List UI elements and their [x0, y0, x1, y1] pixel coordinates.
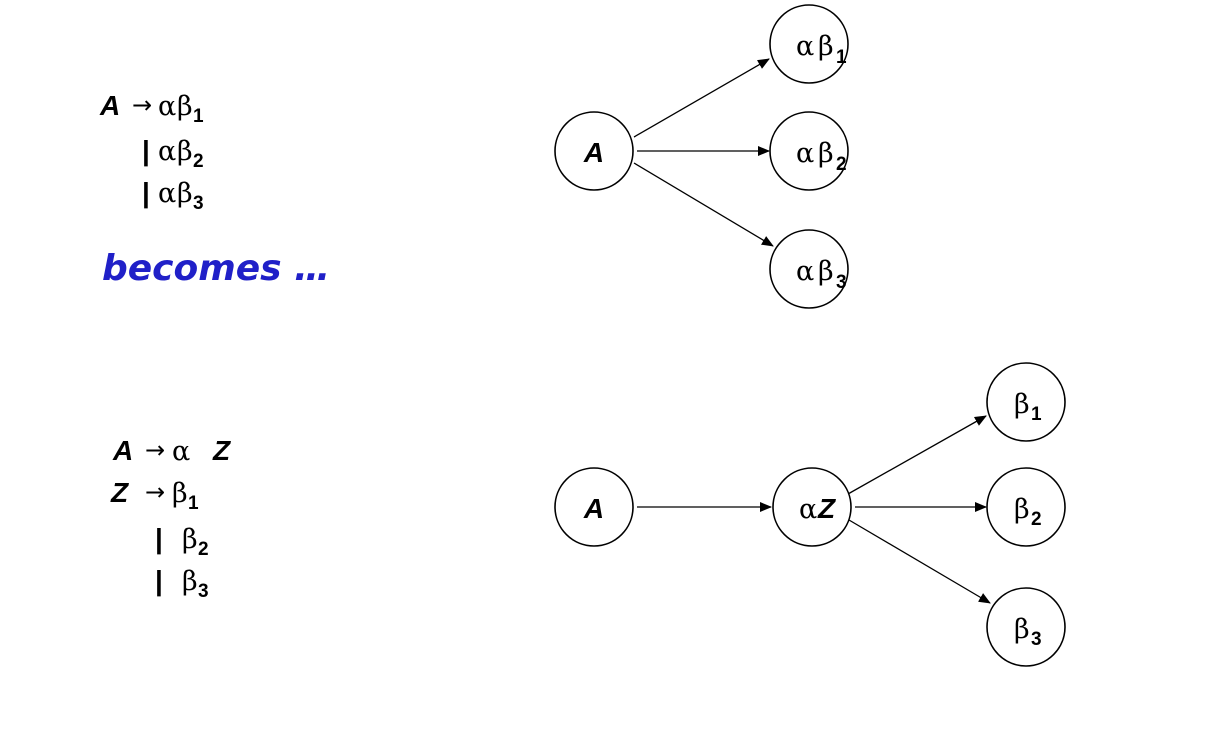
original-diagram: A α β 1 α β 2 α β 3	[554, 4, 849, 309]
node-circle	[772, 467, 852, 547]
beta-symbol: β	[177, 91, 193, 122]
transition-label: becomes …	[102, 248, 330, 289]
subscript: 2	[198, 539, 209, 560]
beta-symbol: β	[182, 566, 198, 597]
node-beta-3: β 3	[986, 587, 1066, 667]
alpha-symbol: α	[796, 138, 814, 169]
nonterminal-z: Z	[817, 493, 836, 524]
alternative-bar: |	[155, 523, 163, 554]
production-line-1: A → α Z	[112, 435, 231, 467]
node-beta-2: β 2	[986, 467, 1066, 547]
factored-diagram: A α Z β 1 β 2 β 3	[554, 362, 1066, 667]
beta-symbol: β	[818, 31, 834, 62]
alpha-symbol: α	[796, 31, 814, 62]
node-circle	[769, 229, 849, 309]
node-circle	[986, 467, 1066, 547]
subscript: 1	[193, 106, 204, 127]
nonterminal-a: A	[99, 90, 120, 121]
derives-arrow: →	[132, 91, 152, 119]
nonterminal-a: A	[112, 435, 133, 466]
derives-arrow: →	[145, 436, 165, 464]
node-circle	[554, 467, 634, 547]
node-label: A	[583, 137, 604, 168]
alpha-symbol: α	[172, 436, 190, 467]
beta-symbol: β	[1014, 389, 1030, 420]
production-line-2: | α β 2	[142, 135, 204, 172]
node-beta-1: β 1	[986, 362, 1066, 442]
alpha-symbol: α	[799, 494, 817, 525]
beta-symbol: β	[182, 524, 198, 555]
beta-symbol: β	[177, 178, 193, 209]
subscript: 2	[1031, 509, 1042, 530]
node-circle	[554, 111, 634, 191]
subscript: 1	[836, 47, 847, 68]
beta-symbol: β	[172, 478, 188, 509]
subscript: 3	[198, 581, 209, 602]
alpha-symbol: α	[158, 178, 176, 209]
subscript: 2	[193, 151, 204, 172]
beta-symbol: β	[177, 136, 193, 167]
alpha-symbol: α	[796, 256, 814, 287]
node-alpha-beta-1: α β 1	[769, 4, 849, 84]
subscript: 3	[836, 272, 847, 293]
node-circle	[769, 4, 849, 84]
subscript: 2	[836, 154, 847, 175]
node-a: A	[554, 111, 634, 191]
edge-alpha-z-to-beta-1	[847, 415, 987, 495]
beta-symbol: β	[1014, 494, 1030, 525]
production-line-4: | β 3	[155, 565, 209, 602]
node-a: A	[554, 467, 634, 547]
edge-alpha-z-to-beta-3	[848, 519, 991, 604]
factored-grammar: A → α Z Z → β 1 | β 2 | β 3	[110, 435, 231, 602]
node-alpha-z: α Z	[772, 467, 852, 547]
nonterminal-z: Z	[110, 477, 129, 508]
alpha-symbol: α	[158, 91, 176, 122]
beta-symbol: β	[818, 256, 834, 287]
alternative-bar: |	[142, 177, 150, 208]
edge-a-to-alpha-beta-3	[633, 162, 774, 247]
production-line-3: | β 2	[155, 523, 209, 560]
nonterminal-z: Z	[212, 435, 231, 466]
derives-arrow: →	[145, 478, 165, 506]
alpha-symbol: α	[158, 136, 176, 167]
subscript: 1	[188, 493, 199, 514]
beta-symbol: β	[818, 138, 834, 169]
node-circle	[986, 587, 1066, 667]
edge-a-to-alpha-beta-1	[633, 58, 770, 138]
beta-symbol: β	[1014, 614, 1030, 645]
subscript: 1	[1031, 404, 1042, 425]
subscript: 3	[1031, 629, 1042, 650]
node-alpha-beta-3: α β 3	[769, 229, 849, 309]
production-line-2: Z → β 1	[110, 477, 199, 514]
node-alpha-beta-2: α β 2	[769, 111, 849, 191]
node-circle	[986, 362, 1066, 442]
alternative-bar: |	[142, 135, 150, 166]
original-grammar: A → α β 1 | α β 2 | α β 3	[99, 90, 204, 214]
subscript: 3	[193, 193, 204, 214]
production-line-3: | α β 3	[142, 177, 204, 214]
node-label: A	[583, 493, 604, 524]
production-line-1: A → α β 1	[99, 90, 204, 127]
alternative-bar: |	[155, 565, 163, 596]
node-circle	[769, 111, 849, 191]
